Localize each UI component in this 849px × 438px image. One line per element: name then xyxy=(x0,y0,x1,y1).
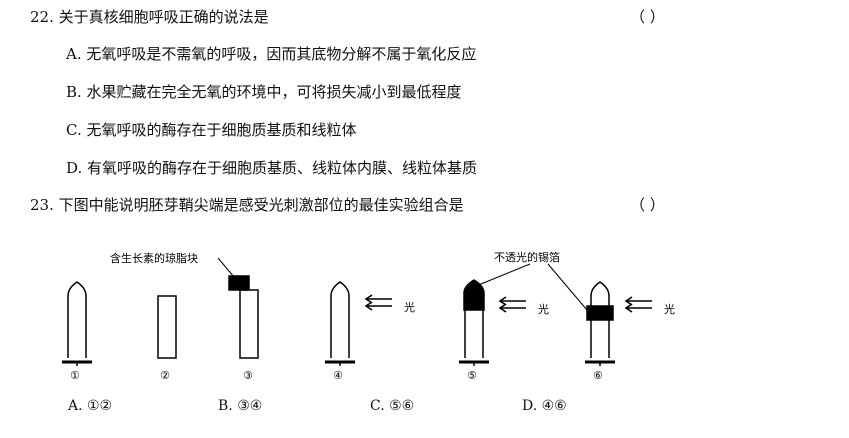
foil-cap xyxy=(463,279,485,311)
light-arrows-5 xyxy=(498,296,526,313)
q23-option-d: D. ④⑥ xyxy=(522,398,567,414)
foil-label: 不透光的锡箔 xyxy=(494,250,560,264)
figure-number-5: ⑤ xyxy=(467,369,477,382)
figure-number-1: ① xyxy=(70,369,80,382)
light-arrows-6 xyxy=(624,296,652,313)
figure-number-2: ② xyxy=(160,369,170,382)
q22-option-a: A. 无氧呼吸是不需氧的呼吸，因而其底物分解不属于氧化反应 xyxy=(66,45,477,63)
q23-stem: 23. 下图中能说明胚芽鞘尖端是感受光刺激部位的最佳实验组合是 xyxy=(30,196,464,214)
coleoptile-4 xyxy=(325,281,355,366)
coleoptile-2 xyxy=(157,295,177,359)
coleoptile-3 xyxy=(217,257,259,359)
q23-answer-paren: （ ） xyxy=(630,196,665,214)
foil-band xyxy=(586,305,614,321)
figure-number-3: ③ xyxy=(243,369,253,382)
light-label-4: 光 xyxy=(404,300,415,314)
coleoptile-5 xyxy=(459,279,489,366)
q22-answer-paren: （ ） xyxy=(630,8,665,26)
q22-stem: 22. 关于真核细胞呼吸正确的说法是 xyxy=(30,8,269,26)
q22-option-c: C. 无氧呼吸的酶存在于细胞质基质和线粒体 xyxy=(66,121,357,139)
q22-option-b: B. 水果贮藏在完全无氧的环境中，可将损失减小到最低程度 xyxy=(66,83,462,101)
figure-number-6: ⑥ xyxy=(593,369,603,382)
coleoptile-experiment-figure: 含生长素的琼脂块 不透光的锡箔 光 光 光 ① ② ③ ④ ⑤ ⑥ xyxy=(62,250,675,382)
light-arrows-4 xyxy=(364,294,392,311)
coleoptile-1 xyxy=(62,281,92,366)
q23-option-c: C. ⑤⑥ xyxy=(370,398,415,414)
figure-number-4: ④ xyxy=(333,369,343,382)
q22-option-d: D. 有氧呼吸的酶存在于细胞质基质、线粒体内膜、线粒体基质 xyxy=(66,159,478,177)
q23-option-a: A. ①② xyxy=(68,398,113,414)
agar-block xyxy=(228,275,250,291)
light-label-6: 光 xyxy=(664,302,675,316)
agar-block-label: 含生长素的琼脂块 xyxy=(110,251,198,265)
light-label-5: 光 xyxy=(538,302,549,316)
q23-option-b: B. ③④ xyxy=(218,398,263,414)
coleoptile-6 xyxy=(585,281,615,366)
